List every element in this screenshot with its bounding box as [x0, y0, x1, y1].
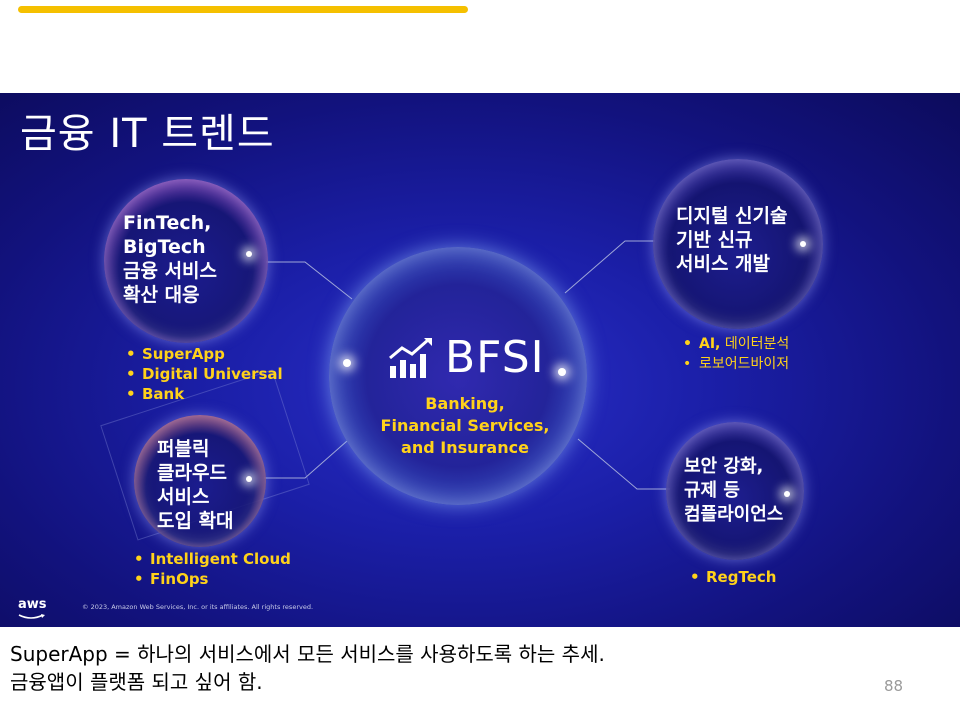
bubble-highlight — [800, 241, 806, 247]
cloud-bubble — [134, 415, 266, 547]
bfsi-subtitle: Banking, Financial Services, and Insuran… — [380, 394, 550, 457]
compliance-bubble-text: 보안 강화, 규제 등 컴플라이언스 — [684, 456, 784, 525]
connector-line-bottomright — [577, 438, 670, 490]
bubble-highlight — [246, 476, 252, 482]
list-item: Digital Universal — [126, 364, 283, 384]
list-item: FinOps — [134, 569, 291, 589]
compliance-bullets: RegTech — [690, 567, 776, 587]
bfsi-bubble — [329, 247, 587, 505]
aws-logo: aws — [18, 597, 47, 612]
bar-chart-growth-icon — [389, 338, 432, 378]
list-item: AI, 데이터분석 — [683, 334, 789, 354]
connector-line-topright — [564, 240, 655, 294]
list-item: Intelligent Cloud — [134, 549, 291, 569]
fintech-bullets: SuperApp Digital Universal Bank — [126, 344, 283, 404]
bubble-highlight — [558, 368, 566, 376]
cloud-bubble-text: 퍼블릭 클라우드 서비스 도입 확대 — [157, 438, 234, 532]
digital-tech-bullets: AI, 데이터분석 로보어드바이저 — [683, 334, 789, 374]
list-item: 로보어드바이저 — [683, 354, 789, 374]
compliance-bubble — [666, 422, 804, 560]
cloud-bullets: Intelligent Cloud FinOps — [134, 549, 291, 589]
list-item: RegTech — [690, 567, 776, 587]
list-item: Bank — [126, 384, 283, 404]
fintech-bubble — [104, 179, 268, 343]
digital-tech-bubble — [653, 159, 823, 329]
speaker-notes: SuperApp = 하나의 서비스에서 모든 서비스를 사용하도록 하는 추세… — [10, 640, 605, 696]
connector-line-bottomleft — [264, 440, 348, 479]
bubble-highlight — [784, 491, 790, 497]
fintech-bubble-text: FinTech, BigTech 금융 서비스 확산 대응 — [123, 212, 218, 306]
slide-title: 금융 IT 트렌드 — [20, 111, 275, 157]
accent-bar — [18, 6, 468, 13]
notes-line: 금융앱이 플랫폼 되고 싶어 함. — [10, 670, 263, 694]
digital-tech-bubble-text: 디지털 신기술 기반 신규 서비스 개발 — [676, 205, 788, 275]
bubble-highlight — [246, 251, 252, 257]
list-item: SuperApp — [126, 344, 283, 364]
copyright-text: © 2023, Amazon Web Services, Inc. or its… — [82, 603, 314, 611]
slide-canvas: 금융 IT 트렌드 BFSI Banking, Financial Servic… — [0, 93, 960, 627]
connector-line-topleft — [266, 261, 353, 300]
aws-smile-icon — [18, 614, 45, 619]
bubble-highlight — [343, 359, 351, 367]
bfsi-label: BFSI — [445, 332, 545, 383]
page-number: 88 — [884, 677, 904, 695]
notes-line: SuperApp = 하나의 서비스에서 모든 서비스를 사용하도록 하는 추세… — [10, 642, 605, 666]
